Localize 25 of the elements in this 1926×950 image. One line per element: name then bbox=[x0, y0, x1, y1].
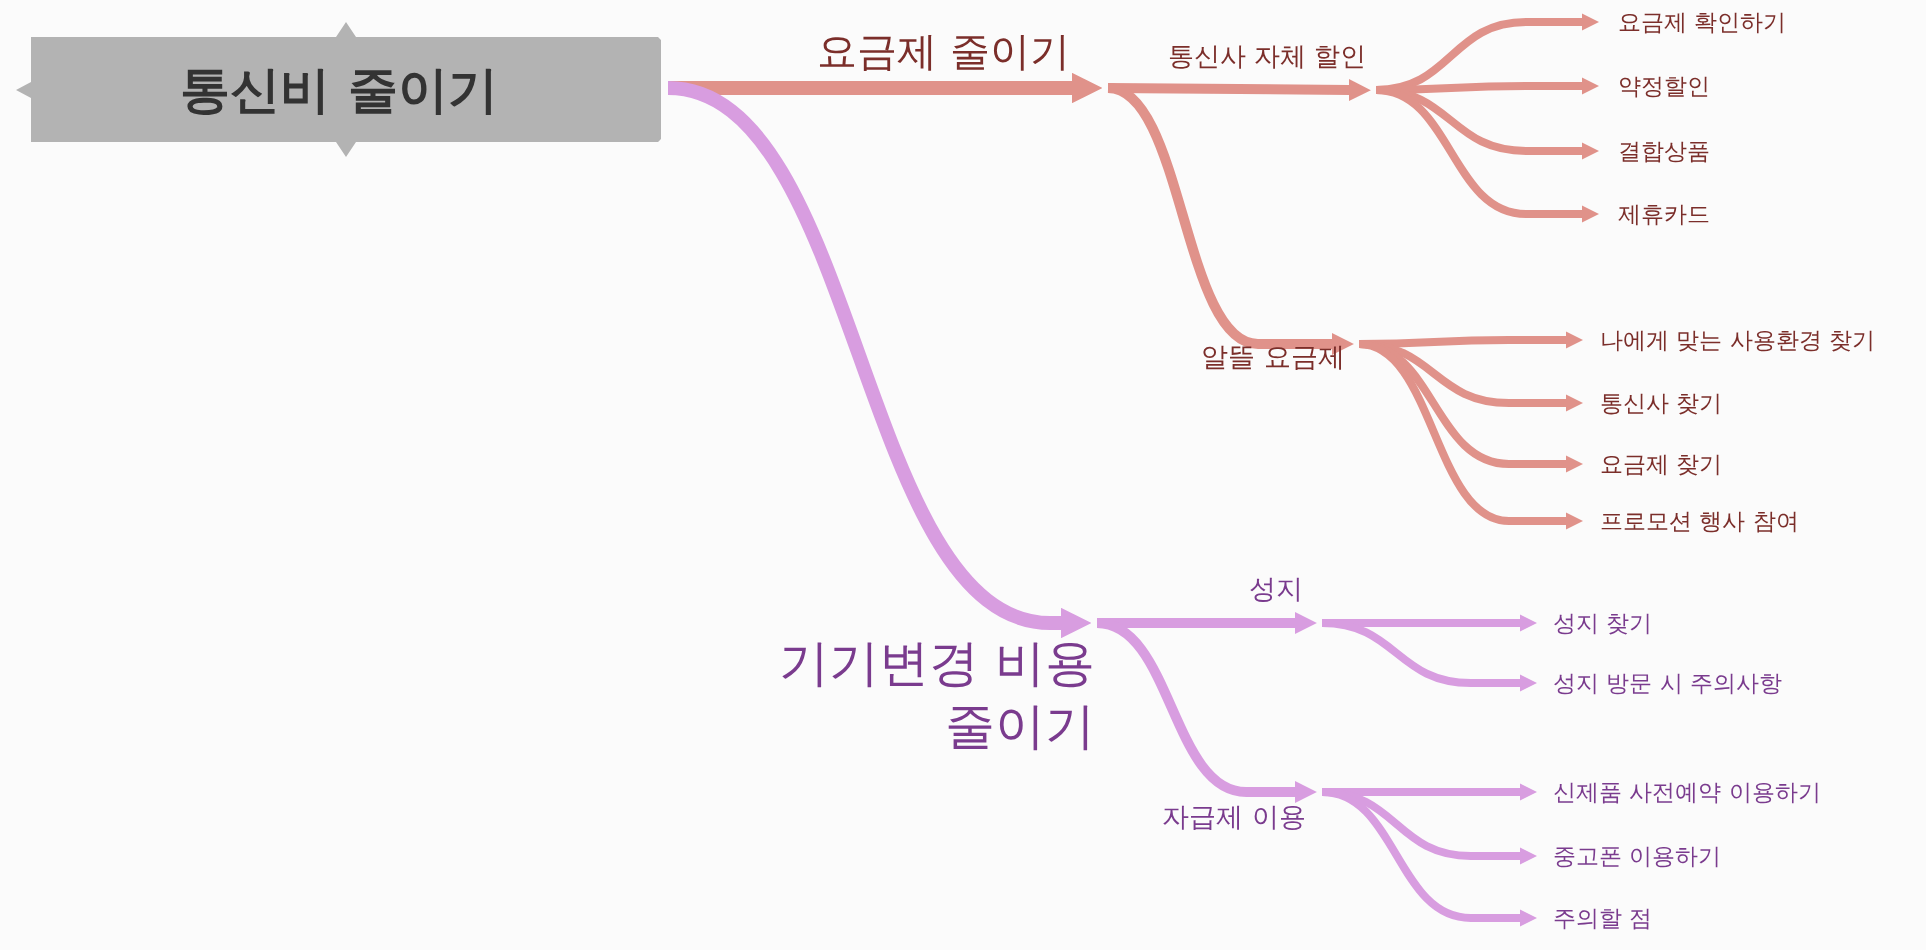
topic-label: 알뜰 요금제 bbox=[1188, 340, 1358, 402]
topic-label: 성지 찾기 bbox=[1553, 605, 1873, 641]
topic-label: 결합상품 bbox=[1618, 133, 1918, 169]
topic-label: 프로모션 행사 참여 bbox=[1600, 503, 1920, 539]
topic-label: 신제품 사전예약 이용하기 bbox=[1553, 774, 1893, 810]
topic-label: 기기변경 비용 줄이기 bbox=[760, 632, 1095, 772]
topic-label: 요금제 줄이기 bbox=[817, 20, 1107, 82]
topic-label: 통신사 찾기 bbox=[1600, 385, 1920, 421]
topic-label: 성지 방문 시 주의사항 bbox=[1553, 665, 1873, 701]
topic-label: 주의할 점 bbox=[1553, 900, 1893, 936]
topic-label: 자급제 이용 bbox=[1148, 800, 1320, 852]
root-topic-box: 통신비 줄이기 bbox=[16, 22, 662, 158]
topic-label: 요금제 찾기 bbox=[1600, 446, 1920, 482]
branch-connector bbox=[1375, 86, 1600, 223]
topic-label: 통신사 자체 할인 bbox=[1158, 28, 1376, 84]
topic-label: 약정할인 bbox=[1618, 68, 1918, 104]
branch-connector bbox=[1321, 619, 1538, 692]
topic-label: 중고폰 이용하기 bbox=[1553, 838, 1893, 874]
branch-connector bbox=[1321, 788, 1538, 927]
branch-connector bbox=[666, 81, 1092, 639]
topic-label: 성지 bbox=[1232, 563, 1320, 615]
topic-label: 나에게 맞는 사용환경 찾기 bbox=[1600, 322, 1920, 358]
topic-label: 제휴카드 bbox=[1618, 196, 1918, 232]
topic-label: 요금제 확인하기 bbox=[1618, 4, 1918, 40]
branch-connector bbox=[1358, 340, 1584, 530]
